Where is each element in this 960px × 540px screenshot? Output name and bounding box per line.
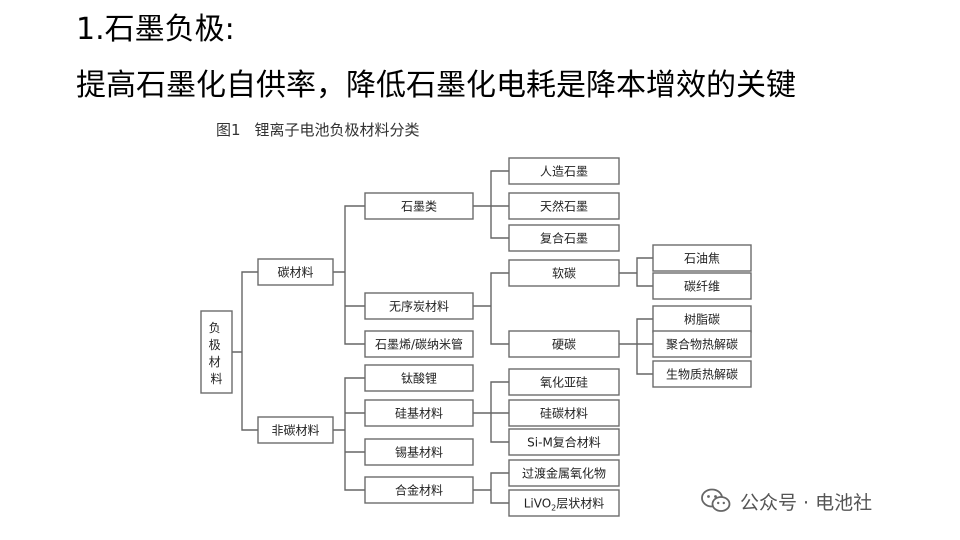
tree-node-artificial: 人造石墨 <box>508 157 620 185</box>
watermark-text: 公众号 · 电池社 <box>740 491 873 514</box>
svg-text:石墨烯/碳纳米管: 石墨烯/碳纳米管 <box>375 337 463 352</box>
svg-text:硅基材料: 硅基材料 <box>395 407 443 421</box>
tree-node-alloy: 合金材料 <box>364 476 474 504</box>
svg-text:石墨类: 石墨类 <box>401 200 437 214</box>
root-label: 负 极 材 料 <box>209 321 225 386</box>
svg-text:天然石墨: 天然石墨 <box>540 199 588 214</box>
tree-node-graphene: 石墨烯/碳纳米管 <box>364 330 474 358</box>
node-box <box>200 310 233 394</box>
svg-text:钛酸锂: 钛酸锂 <box>401 371 437 386</box>
tree-node-silicon: 硅基材料 <box>364 399 474 427</box>
svg-text:复合石墨: 复合石墨 <box>540 231 588 246</box>
wechat-icon <box>701 488 731 512</box>
svg-text:硬碳: 硬碳 <box>552 338 576 352</box>
tree-node-natural: 天然石墨 <box>508 192 620 220</box>
slide-subtitle: 提高石墨化自供率，降低石墨化电耗是降本增效的关键 <box>76 68 796 103</box>
tree-node-carbon: 碳材料 <box>257 258 334 286</box>
tree-node-sim: Si-M复合材料 <box>508 428 620 456</box>
svg-text:生物质热解碳: 生物质热解碳 <box>666 368 738 382</box>
svg-text:非碳材料: 非碳材料 <box>271 424 319 438</box>
tree-node-fiber: 碳纤维 <box>652 272 752 300</box>
svg-text:氧化亚硅: 氧化亚硅 <box>540 376 588 390</box>
diagram-connectors <box>232 170 653 504</box>
watermark: 公众号 · 电池社 <box>700 486 872 516</box>
svg-text:碳纤维: 碳纤维 <box>684 280 720 294</box>
figure-caption: 图1 锂离子电池负极材料分类 <box>216 121 420 139</box>
tree-node-noncarbon: 非碳材料 <box>257 416 334 444</box>
svg-text:Si-M复合材料: Si-M复合材料 <box>527 435 601 450</box>
svg-text:软碳: 软碳 <box>552 267 576 281</box>
figure-label: 图1 <box>216 121 241 139</box>
tree-node-root: 负 极 材 料 <box>200 310 233 394</box>
svg-text:人造石墨: 人造石墨 <box>540 165 588 179</box>
tree-node-amorphous: 无序炭材料 <box>364 292 474 320</box>
svg-text:LiVO2层状材料: LiVO2层状材料 <box>524 497 605 513</box>
slide-heading: 1.石墨负极: <box>76 12 235 47</box>
svg-text:聚合物热解碳: 聚合物热解碳 <box>666 337 738 352</box>
tree-node-tin: 锡基材料 <box>364 438 474 466</box>
tree-node-livo: LiVO2层状材料 <box>508 489 620 517</box>
svg-text:树脂碳: 树脂碳 <box>684 312 720 327</box>
svg-text:锡基材料: 锡基材料 <box>395 445 443 460</box>
tree-node-coke: 石油焦 <box>652 244 752 272</box>
tree-node-resin: 树脂碳 <box>652 305 752 333</box>
svg-text:无序炭材料: 无序炭材料 <box>389 299 449 314</box>
tree-node-composite: 复合石墨 <box>508 224 620 252</box>
tree-node-biomass: 生物质热解碳 <box>652 360 752 388</box>
figure-title: 锂离子电池负极材料分类 <box>254 121 420 139</box>
tree-node-sic: 硅碳材料 <box>508 399 620 427</box>
svg-text:碳材料: 碳材料 <box>277 266 313 280</box>
tree-node-soft: 软碳 <box>508 259 620 287</box>
tree-node-sio: 氧化亚硅 <box>508 368 620 396</box>
tree-node-tmo: 过渡金属氧化物 <box>508 459 620 487</box>
tree-node-polymer: 聚合物热解碳 <box>652 330 752 358</box>
tree-node-graphite: 石墨类 <box>364 192 474 220</box>
svg-text:合金材料: 合金材料 <box>395 483 443 498</box>
svg-text:石油焦: 石油焦 <box>684 252 720 266</box>
tree-node-lto: 钛酸锂 <box>364 364 474 392</box>
tree-node-hard: 硬碳 <box>508 330 620 358</box>
svg-text:硅碳材料: 硅碳材料 <box>540 407 588 421</box>
svg-text:过渡金属氧化物: 过渡金属氧化物 <box>522 466 606 481</box>
